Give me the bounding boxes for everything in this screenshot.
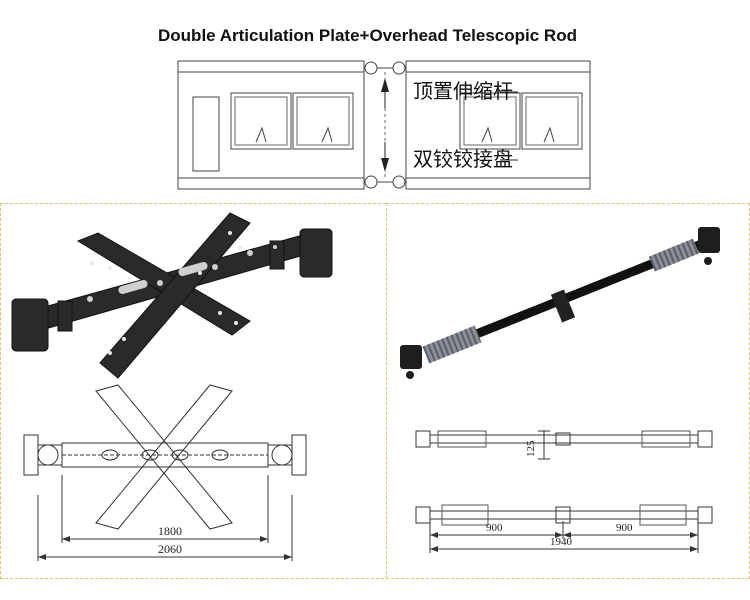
right-car-body: [405, 60, 591, 190]
dim-1800: 1800: [158, 524, 182, 538]
rod-joint-right: [392, 61, 406, 75]
arrow-down-icon: [381, 158, 389, 172]
bellows-right: [648, 238, 700, 272]
articulation-plate-render: [11, 212, 333, 379]
dim-900-left: 900: [486, 522, 503, 534]
left-car-body: [177, 60, 365, 190]
label-articulation-plate: 双铰铰接盘: [413, 147, 513, 171]
dim-1940: 1940: [550, 536, 573, 548]
rod-joint-left: [364, 61, 378, 75]
left-car-door: [192, 96, 220, 172]
dim-2060: 2060: [158, 542, 182, 556]
plate-joint-right: [392, 175, 406, 189]
dim-125: 125: [525, 440, 537, 457]
label-overhead-rod: 顶置伸缩杆: [413, 79, 513, 103]
articulation-plate-drawing: 1800 2060: [23, 384, 307, 561]
right-car-window-1: [459, 92, 521, 150]
end-fitting-right: [698, 227, 720, 253]
right-car-window-2: [521, 92, 583, 150]
telescopic-rod-drawing: 125 900 900 1940: [415, 430, 713, 553]
end-fitting-left: [400, 345, 422, 369]
articulation-plate-panel: [0, 203, 386, 579]
telescopic-rod-render: [400, 227, 720, 379]
page-title: Double Articulation Plate+Overhead Teles…: [158, 26, 577, 45]
left-car-window-2: [292, 92, 354, 150]
plate-joint-left: [364, 175, 378, 189]
dim-900-right: 900: [616, 522, 633, 534]
center-clamp: [550, 289, 576, 323]
left-car-window-1: [230, 92, 292, 150]
bus-connection-schematic: 顶置伸缩杆 双铰铰接盘: [177, 60, 591, 190]
arrow-up-icon: [381, 78, 389, 92]
